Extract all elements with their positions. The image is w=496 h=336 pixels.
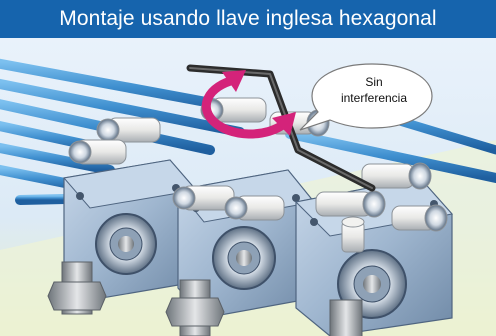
tube-fitting (315, 190, 386, 218)
tube-fitting (391, 204, 448, 232)
tube-fitting (68, 139, 127, 165)
tube-fitting (224, 195, 285, 221)
callout-bubble (299, 63, 433, 131)
callout-text: Sin interferencia (320, 74, 428, 106)
tube-fitting (96, 117, 161, 143)
piston-rod-bolt (165, 279, 225, 336)
callout-line-2: interferencia (340, 91, 408, 105)
piston-rod-bolt (47, 261, 107, 315)
hex-wrench-icon (186, 64, 376, 192)
page-title: Montaje usando llave inglesa hexagonal (0, 0, 496, 38)
callout-line-1: Sin (365, 75, 383, 89)
rotation-arrow-icon (201, 70, 296, 139)
tube-fitting (361, 162, 432, 190)
piston-rod-bolt (329, 299, 363, 336)
assembly-illustration (0, 38, 496, 336)
tube-fitting (341, 216, 365, 253)
tube-fitting (172, 185, 235, 211)
